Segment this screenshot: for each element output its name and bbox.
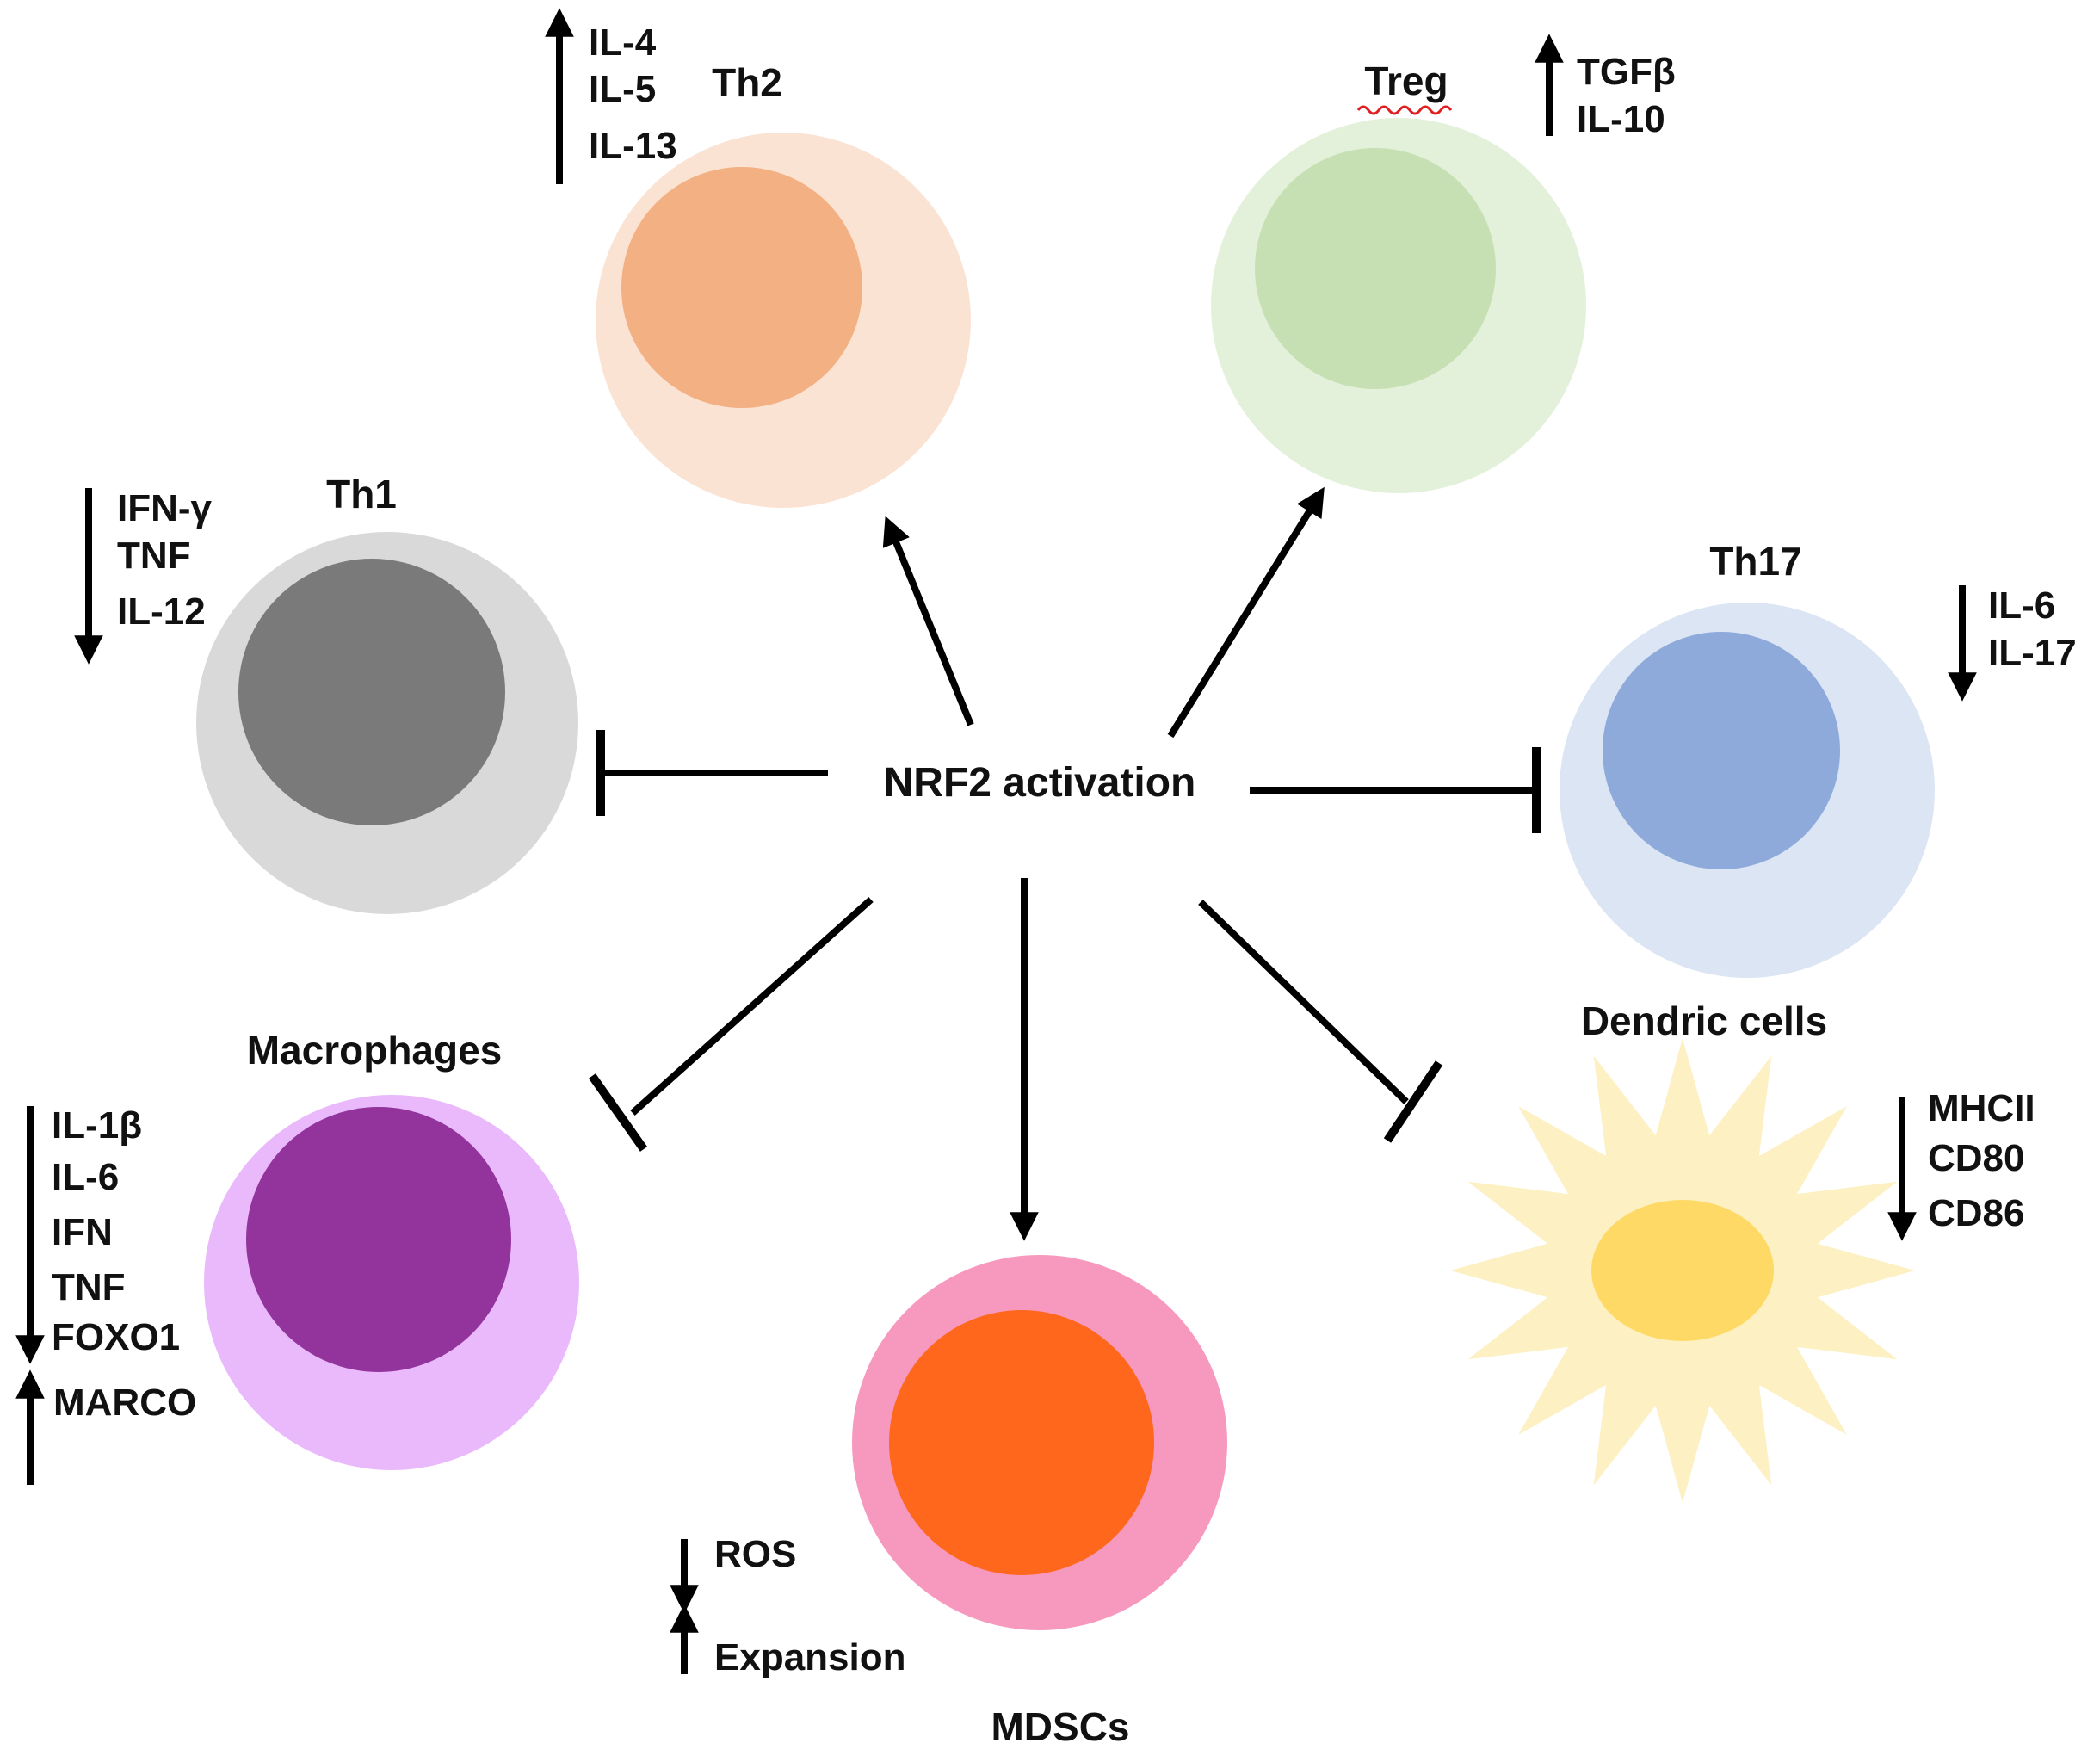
th2-cytokine-2: IL-5 <box>589 68 656 110</box>
dendritic-label: Dendric cells <box>1581 998 1827 1043</box>
nrf2-inhibits-th1 <box>596 730 828 816</box>
dendritic-marker-3: CD86 <box>1928 1192 2025 1234</box>
mdscs-label: MDSCs <box>991 1704 1129 1749</box>
macrophage-cell <box>204 1095 579 1470</box>
nrf2-inhibits-th17 <box>1250 747 1541 833</box>
nrf2-inhibits-dendritic <box>1198 900 1443 1143</box>
th2-label: Th2 <box>712 60 782 105</box>
nrf2-to-th2-arrow <box>882 516 974 726</box>
mdsc-up-text: Expansion <box>714 1636 906 1679</box>
macrophage-inhibit-bar <box>588 1073 648 1152</box>
th17-cytokine-2: IL-17 <box>1988 632 2077 674</box>
dendritic-inhibit-line <box>1198 900 1409 1104</box>
th17-label: Th17 <box>1709 539 1801 584</box>
dendritic-inhibit-bar <box>1383 1060 1443 1143</box>
treg-cell-nucleus <box>1255 148 1496 389</box>
treg-cytokine-1: TGFβ <box>1577 51 1676 93</box>
dendritic-cell <box>1450 1038 1915 1503</box>
macrophages-label: Macrophages <box>247 1028 503 1073</box>
treg-spellcheck-underline <box>1356 105 1453 115</box>
nrf2-to-treg-arrow <box>1167 486 1325 739</box>
th17-cell-nucleus <box>1603 632 1840 869</box>
th1-cell-nucleus <box>238 559 505 825</box>
mdsc-cell-nucleus <box>889 1310 1154 1575</box>
macrophage-down-cytokine-4: TNF <box>52 1266 126 1308</box>
treg-label: Treg <box>1364 59 1448 103</box>
th1-cytokine-3: IL-12 <box>117 590 206 633</box>
dendritic-marker-1: MHCII <box>1928 1087 2035 1129</box>
macrophage-down-cytokine-5: FOXO1 <box>52 1316 180 1358</box>
th17-cytokine-1: IL-6 <box>1988 584 2055 627</box>
macrophage-down-cytokine-1: IL-1β <box>52 1104 142 1147</box>
th17-cell <box>1560 603 1935 978</box>
treg-cell <box>1211 118 1586 493</box>
th1-label: Th1 <box>326 472 397 516</box>
mdsc-cell <box>852 1255 1227 1630</box>
mdsc-down-text: ROS <box>714 1533 796 1575</box>
nrf2-inhibits-macrophages <box>588 897 874 1152</box>
th2-cell <box>596 133 971 508</box>
treg-cytokine-2: IL-10 <box>1577 98 1665 140</box>
dendritic-marker-2: CD80 <box>1928 1137 2025 1179</box>
macrophage-down-cytokine-3: IFN <box>52 1211 113 1253</box>
th2-cell-nucleus <box>621 167 862 408</box>
dendritic-cell-nucleus <box>1591 1200 1774 1341</box>
macrophage-inhibit-line <box>630 897 874 1116</box>
nrf2-activation-label: NRF2 activation <box>884 760 1196 806</box>
macrophage-down-cytokine-2: IL-6 <box>52 1156 119 1198</box>
macrophage-up-cytokine-1: MARCO <box>53 1382 196 1424</box>
th1-cytokine-1: IFN-γ <box>117 487 213 529</box>
th1-cell <box>196 532 578 914</box>
th2-cytokine-1: IL-4 <box>589 22 657 64</box>
th2-cytokine-3: IL-13 <box>589 125 677 167</box>
macrophage-cell-nucleus <box>246 1107 511 1372</box>
th1-cytokine-2: TNF <box>117 535 191 577</box>
